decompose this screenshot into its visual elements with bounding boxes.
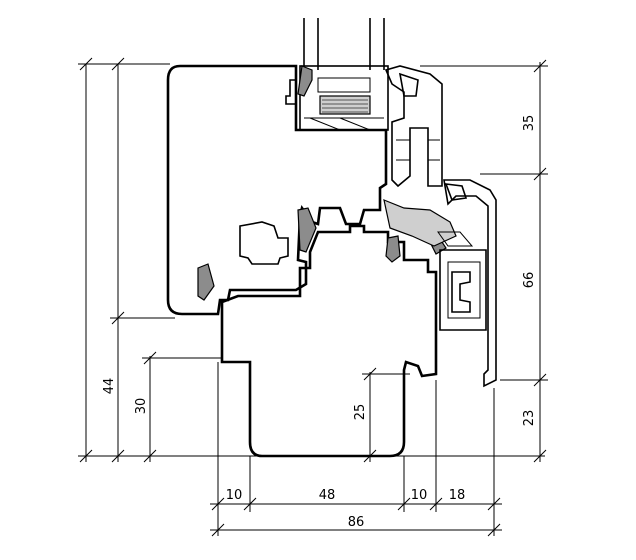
glazing-bead-clip bbox=[285, 79, 297, 105]
dim-label-bottom-seg4: 18 bbox=[449, 488, 466, 503]
dim-label-left-inner: 30 bbox=[134, 398, 149, 415]
gasket-glass bbox=[297, 65, 313, 97]
dim-label-left-total: 44 bbox=[102, 378, 117, 395]
dimension-lines bbox=[78, 57, 548, 537]
desiccant-seal bbox=[319, 95, 371, 115]
aluminium-cladding bbox=[383, 65, 497, 388]
gasket-left bbox=[197, 263, 215, 301]
dim-label-bottom-right: 23 bbox=[522, 410, 537, 427]
dim-label-bottom-seg3: 10 bbox=[411, 488, 428, 503]
dim-label-mid-right: 66 bbox=[522, 272, 537, 289]
wood-frame bbox=[220, 221, 438, 458]
gasket-frame bbox=[385, 235, 401, 263]
dim-label-bottom-seg2: 48 bbox=[319, 488, 336, 503]
gasket-middle bbox=[297, 207, 317, 253]
glazing-unit bbox=[299, 18, 389, 131]
dim-label-bottom-total: 86 bbox=[348, 515, 365, 530]
dim-label-bottom-seg1: 10 bbox=[226, 488, 243, 503]
cladding-clip bbox=[451, 271, 471, 313]
dim-label-inner-vertical: 25 bbox=[353, 404, 368, 421]
frame-rebate-profile bbox=[239, 221, 289, 265]
sash-cladding-profile bbox=[384, 65, 443, 188]
frame-cladding-profile bbox=[443, 179, 497, 388]
spacer-bar bbox=[317, 77, 371, 93]
dimension-labels: 35 66 23 44 30 25 10 48 10 18 86 bbox=[102, 115, 537, 530]
dim-label-top-right: 35 bbox=[522, 115, 537, 132]
thermal-break bbox=[383, 199, 457, 247]
wood-sash bbox=[166, 64, 388, 316]
